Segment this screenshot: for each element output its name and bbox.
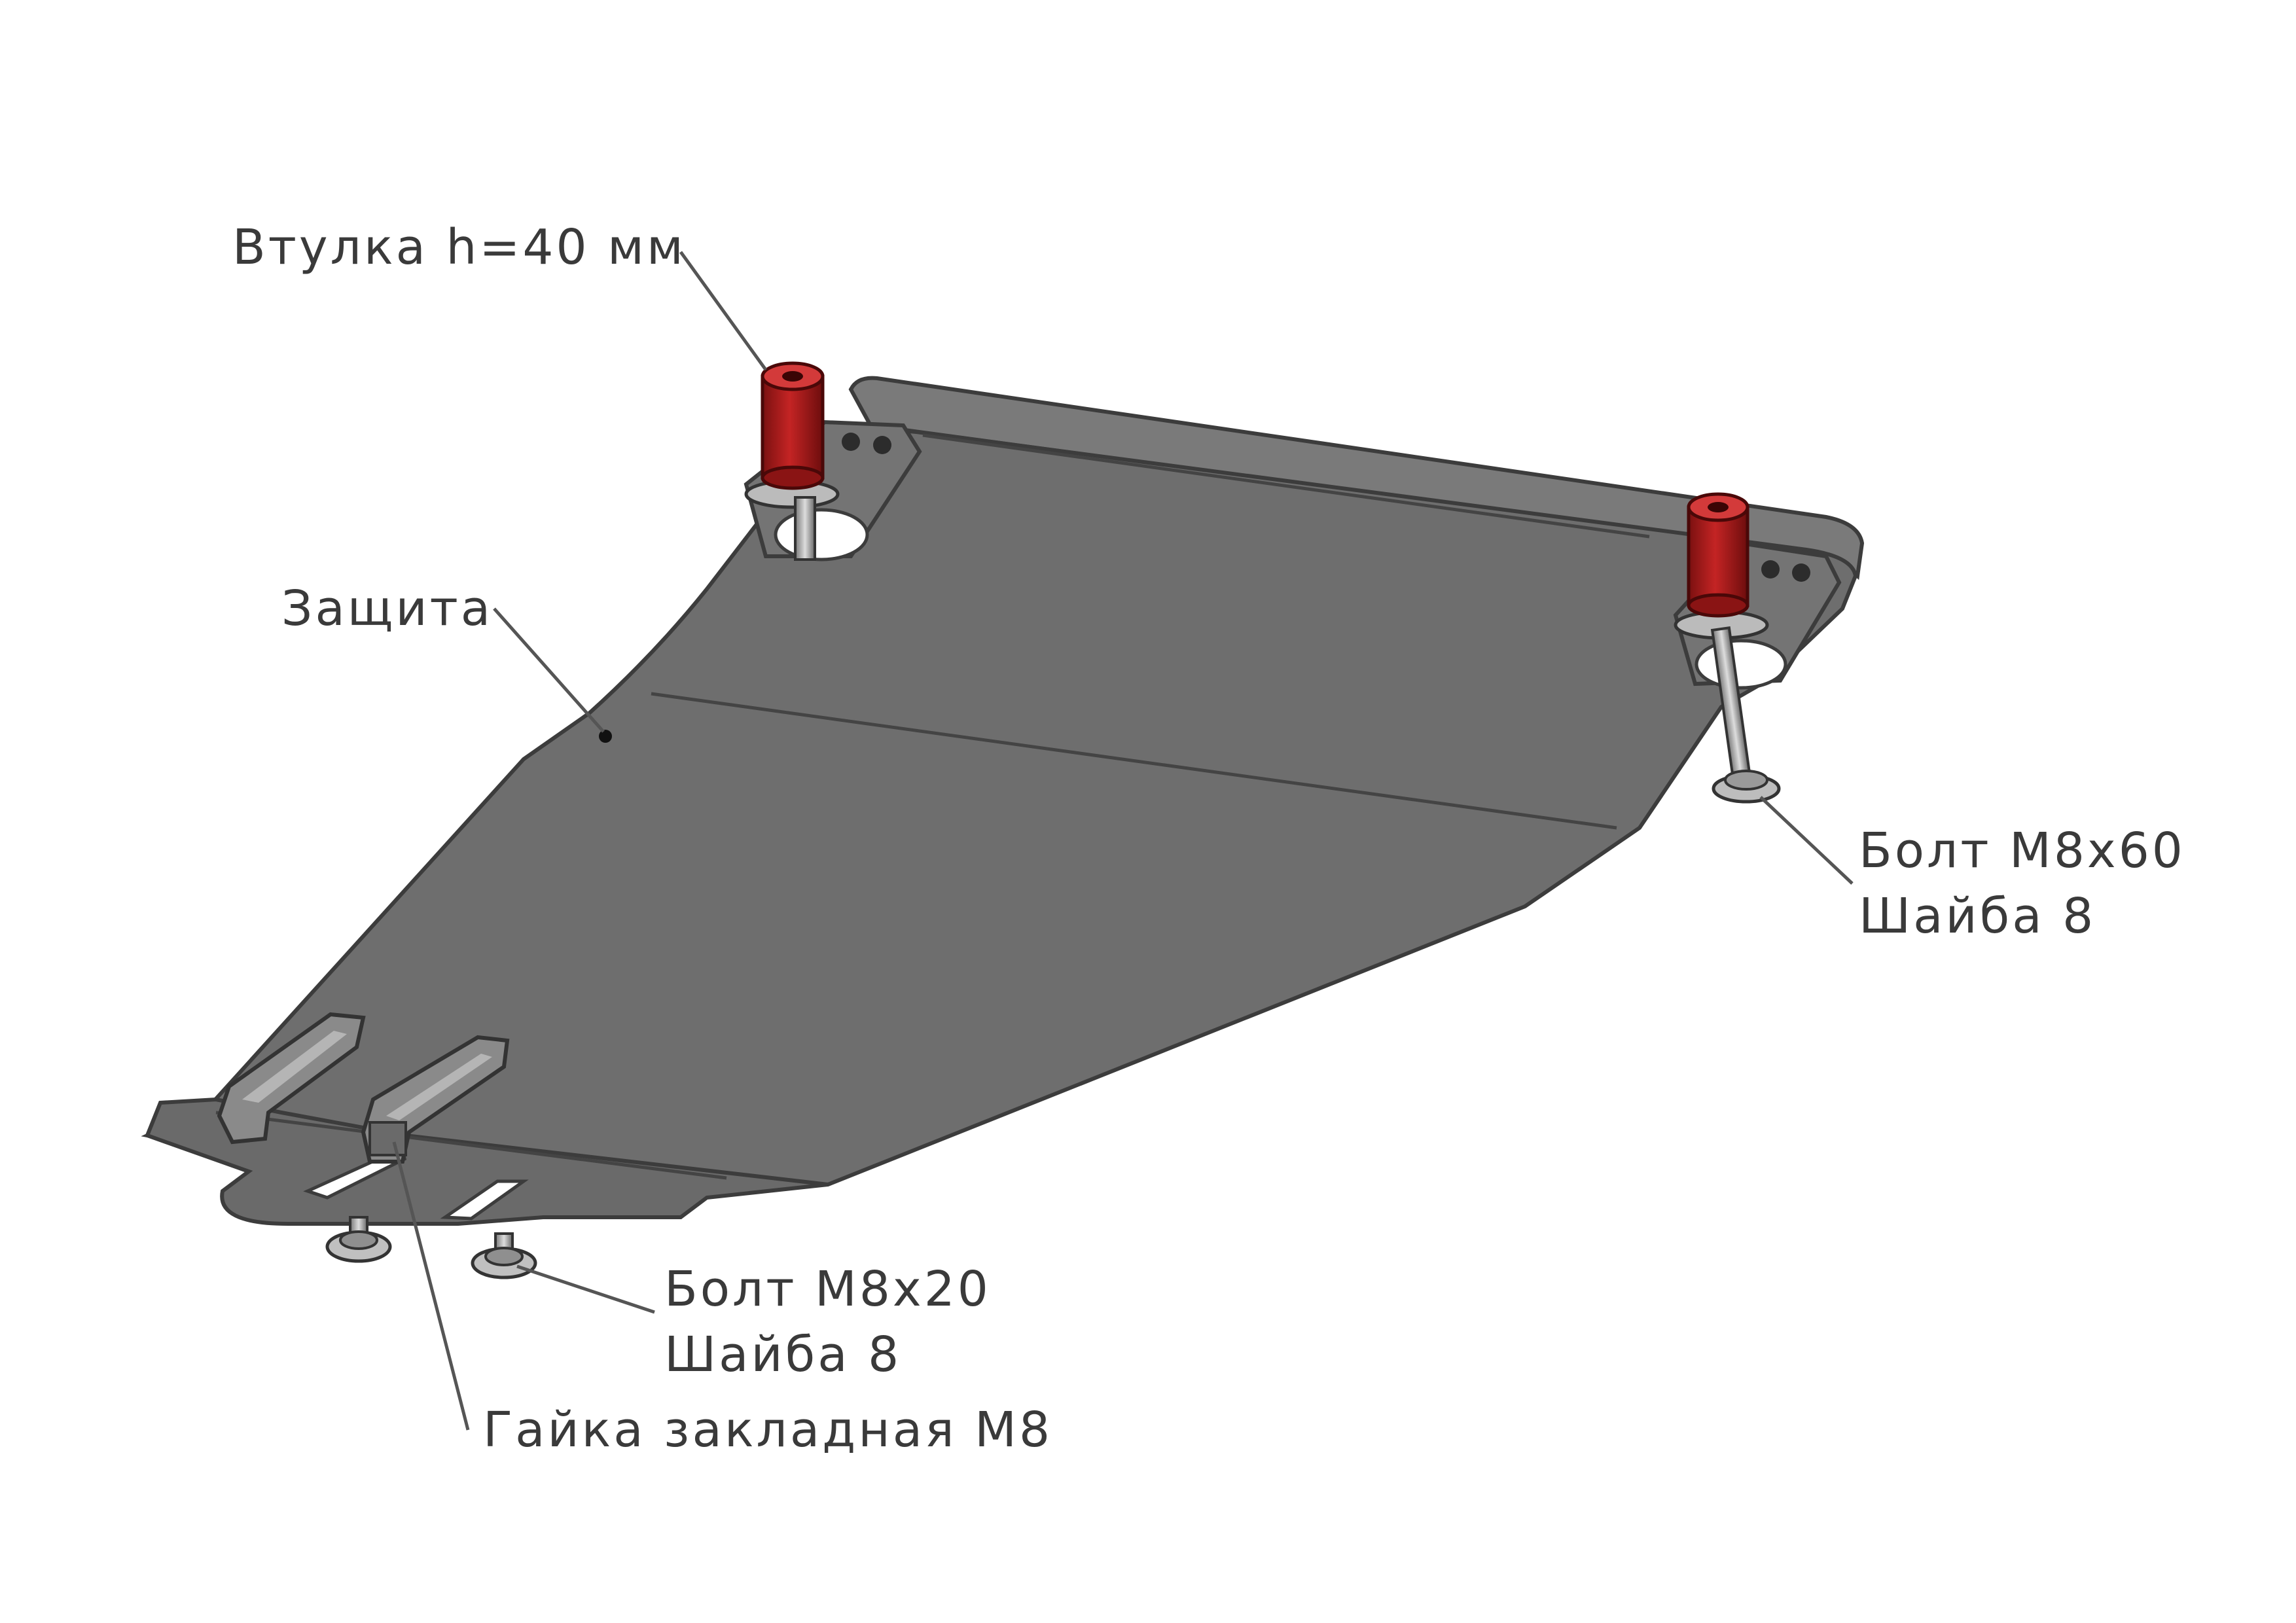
leader-nut (392, 1141, 470, 1431)
plate-fold-line-rear (922, 433, 1650, 539)
bolt-m8x20-right (471, 1232, 537, 1279)
leader-lines (392, 251, 1854, 1431)
leader-shield (493, 607, 605, 733)
label-sleeve: Втулка h=40 мм (232, 219, 686, 276)
label-bolt-m8x20-line1: Болт М8x20 (664, 1261, 991, 1317)
label-bolt-m8x60-line2: Шайба 8 (1859, 888, 2096, 944)
front-bracket-left (217, 1012, 366, 1145)
bolt-m8x60 (1710, 626, 1781, 804)
label-bolt-m8x60-line1: Болт М8x60 (1859, 823, 2185, 879)
label-nut: Гайка закладная М8 (483, 1402, 1052, 1458)
leader-sleeve (679, 251, 768, 371)
label-bolt-m8x20-line2: Шайба 8 (664, 1327, 901, 1383)
plate-mount-point (599, 730, 612, 743)
sleeve-right (1687, 492, 1749, 618)
front-bracket-right (361, 1035, 510, 1164)
plate-front-slot-right (440, 1179, 529, 1221)
plate-fold-line-front (215, 1111, 727, 1180)
labels: Втулка h=40 мм Защита Болт М8x60 Шайба 8… (232, 219, 2185, 1458)
sleeve-left (761, 361, 825, 490)
leader-bolt-m8x60 (1759, 796, 1854, 885)
bolt-m8x20-left (325, 1216, 392, 1263)
label-shield: Защита (281, 580, 493, 637)
plate-fold-line-middle (651, 692, 1617, 830)
leader-bolt-m8x20 (516, 1264, 655, 1314)
plate-front-slot-left (303, 1156, 407, 1200)
skid-plate (141, 376, 1865, 1226)
plate-main (141, 423, 1858, 1186)
